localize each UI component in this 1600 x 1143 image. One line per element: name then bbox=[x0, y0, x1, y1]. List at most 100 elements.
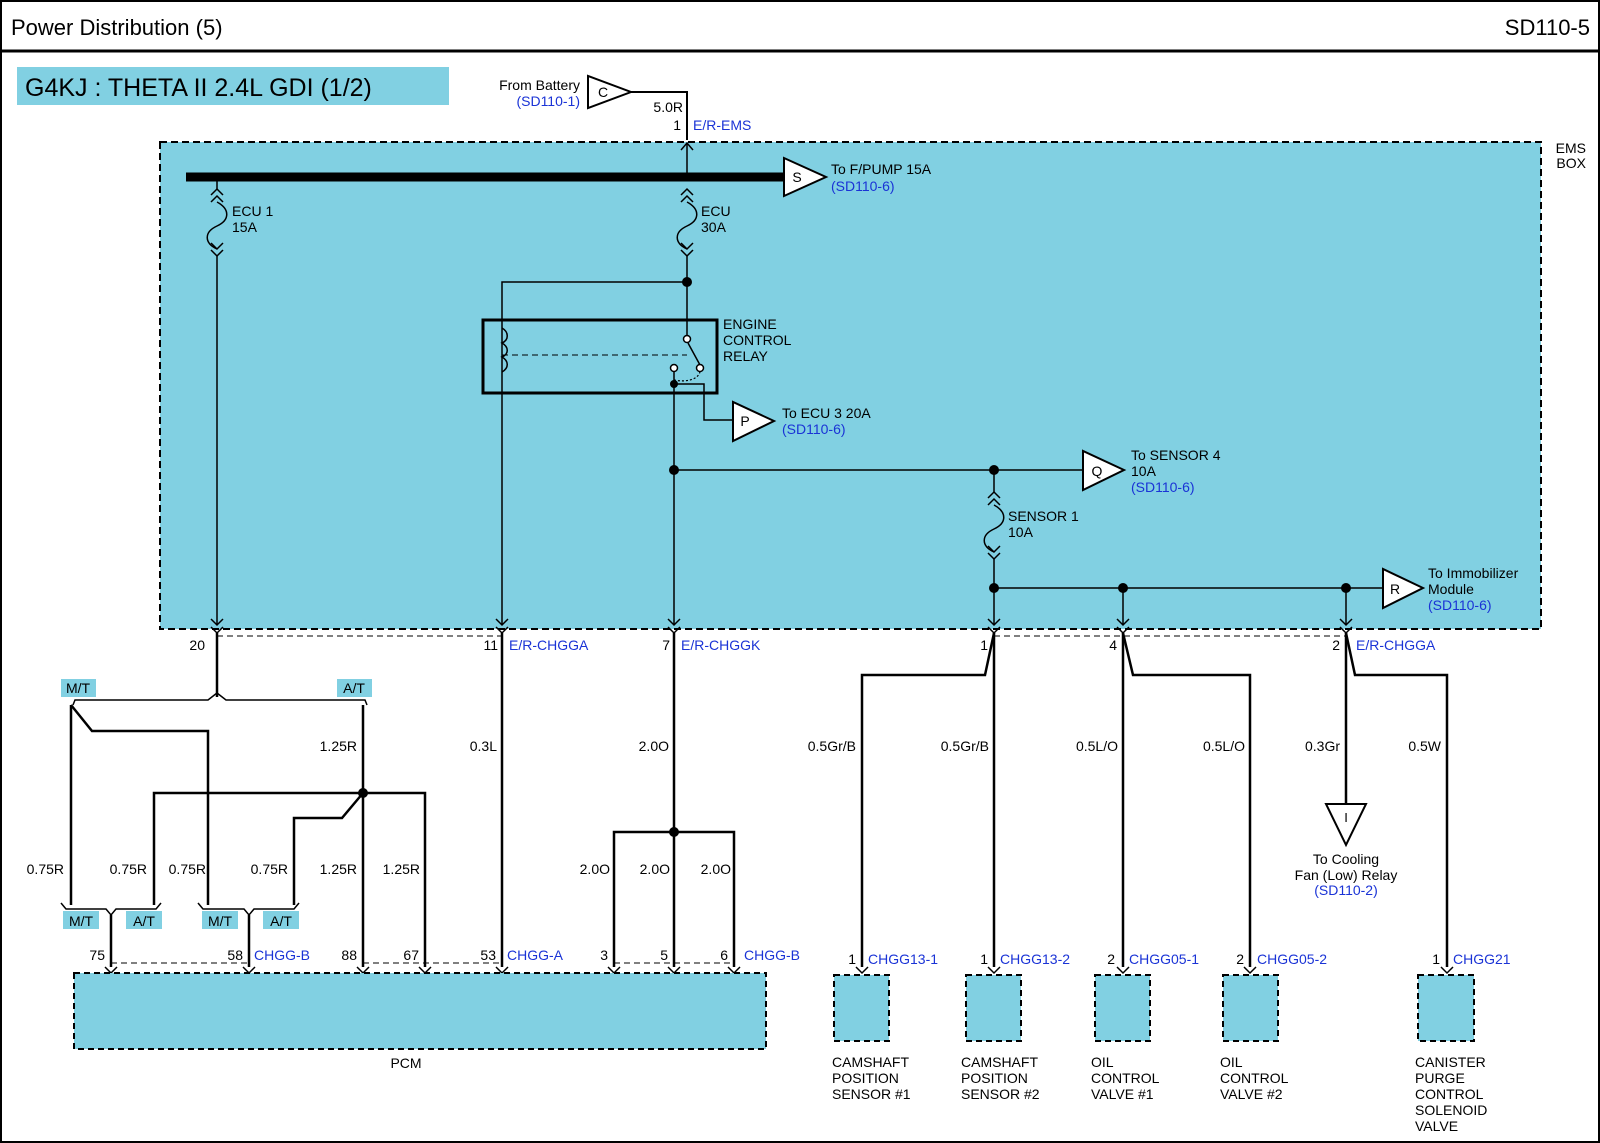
svg-text:CONTROL: CONTROL bbox=[1415, 1086, 1484, 1102]
mt-at-bracket bbox=[72, 692, 368, 706]
svg-text:VALVE: VALVE bbox=[1415, 1118, 1458, 1134]
svg-text:CHGG05-2: CHGG05-2 bbox=[1257, 951, 1327, 967]
wire-label-075r-2: 0.75R bbox=[110, 861, 147, 877]
fuse-sensor1-line1: SENSOR 1 bbox=[1008, 508, 1079, 524]
wire-label-125r-top: 1.25R bbox=[320, 738, 357, 754]
sensor4-ref: (SD110-6) bbox=[1131, 479, 1195, 495]
at-tag-2-text: A/T bbox=[270, 913, 292, 929]
at-tag-1-text: A/T bbox=[133, 913, 155, 929]
wire-cmp1-a bbox=[860, 632, 996, 967]
at-tag-top-text: A/T bbox=[343, 680, 365, 696]
wire-label-03gr: 0.3Gr bbox=[1305, 738, 1340, 754]
svg-text:1: 1 bbox=[1432, 951, 1440, 967]
cooling-label-2: Fan (Low) Relay bbox=[1295, 867, 1398, 883]
svg-text:SOLENOID: SOLENOID bbox=[1415, 1102, 1487, 1118]
mt-tag-2 bbox=[202, 911, 238, 929]
mt-tag-top-text: M/T bbox=[66, 680, 91, 696]
pcm-pin-75: 75 bbox=[89, 947, 105, 963]
connector-c-icon bbox=[587, 74, 634, 110]
ems-pin-11: 11 bbox=[483, 637, 498, 653]
fuse-ecu1-line2: 15A bbox=[232, 219, 258, 235]
svg-text:CHGG13-1: CHGG13-1 bbox=[868, 951, 938, 967]
pcm-label: PCM bbox=[390, 1055, 421, 1071]
wire-label-075r-3: 0.75R bbox=[169, 861, 206, 877]
wire-label-20o-top: 2.0O bbox=[639, 738, 669, 754]
svg-text:CANISTER: CANISTER bbox=[1415, 1054, 1486, 1070]
relay-label-1: ENGINE bbox=[723, 316, 777, 332]
svg-text:CONTROL: CONTROL bbox=[1220, 1070, 1289, 1086]
immobilizer-label-1: To Immobilizer bbox=[1428, 565, 1519, 581]
relay-contact-no bbox=[695, 363, 705, 373]
wire-label-075r-4: 0.75R bbox=[251, 861, 288, 877]
cooling-ref: (SD110-2) bbox=[1314, 882, 1378, 898]
mt-wire-88 bbox=[70, 704, 210, 905]
pcm-pin-88: 88 bbox=[341, 947, 357, 963]
ems-pin-marks bbox=[210, 618, 1353, 635]
svg-text:CAMSHAFT: CAMSHAFT bbox=[961, 1054, 1038, 1070]
relay-label-3: RELAY bbox=[723, 348, 769, 364]
component-camshaft-sensor-1: 1 CHGG13-1 CAMSHAFT POSITION SENSOR #1 bbox=[832, 951, 938, 1102]
svg-text:SENSOR #2: SENSOR #2 bbox=[961, 1086, 1040, 1102]
connector-s-letter: S bbox=[792, 169, 801, 185]
ems-pin-20: 20 bbox=[189, 637, 205, 653]
relay-coil-feed bbox=[501, 281, 687, 625]
mt-tag-2-text: M/T bbox=[208, 913, 233, 929]
pcm-pin-67: 67 bbox=[403, 947, 419, 963]
engine-tag: G4KJ : THETA II 2.4L GDI (1/2) bbox=[25, 74, 372, 102]
component-oil-control-valve-2: 2 CHGG05-2 OIL CONTROL VALVE #2 bbox=[1220, 951, 1327, 1102]
component-camshaft-sensor-2: 1 CHGG13-2 CAMSHAFT POSITION SENSOR #2 bbox=[961, 951, 1070, 1102]
wire-label-05w: 0.5W bbox=[1408, 738, 1441, 754]
page-title: Power Distribution (5) bbox=[11, 15, 223, 40]
mt-tag-1-text: M/T bbox=[69, 913, 94, 929]
ems-conn-11: E/R-CHGGA bbox=[509, 637, 589, 653]
ems-pin-7: 7 bbox=[662, 637, 670, 653]
pcm-pin-53: 53 bbox=[480, 947, 496, 963]
wire-label-20o-1: 2.0O bbox=[580, 861, 610, 877]
battery-wire-label: 5.0R bbox=[653, 99, 683, 115]
svg-text:POSITION: POSITION bbox=[832, 1070, 899, 1086]
pcm-conn-b1: CHGG-B bbox=[254, 947, 310, 963]
ems-conn-7: E/R-CHGGK bbox=[681, 637, 761, 653]
fuse-sensor1-line2: 10A bbox=[1008, 524, 1034, 540]
sensor4-label-1: To SENSOR 4 bbox=[1131, 447, 1221, 463]
fpump-ref: (SD110-6) bbox=[831, 178, 895, 194]
fuse-ecu-line1: ECU bbox=[701, 203, 731, 219]
connector-r-letter: R bbox=[1390, 581, 1400, 597]
connector-q-letter: Q bbox=[1092, 463, 1103, 479]
ems-box-label-2: BOX bbox=[1556, 155, 1586, 171]
wire-label-05grb-1: 0.5Gr/B bbox=[808, 738, 856, 754]
svg-text:CHGG21: CHGG21 bbox=[1453, 951, 1511, 967]
svg-text:OIL: OIL bbox=[1220, 1054, 1243, 1070]
battery-connector: E/R-EMS bbox=[693, 117, 751, 133]
ecu3-wire bbox=[674, 383, 733, 421]
relay-label-2: CONTROL bbox=[723, 332, 792, 348]
battery-label: From Battery bbox=[499, 77, 580, 93]
svg-text:PURGE: PURGE bbox=[1415, 1070, 1465, 1086]
at-tag-1 bbox=[126, 911, 162, 929]
wire-label-05grb-2: 0.5Gr/B bbox=[941, 738, 989, 754]
pin7-branch-wire bbox=[612, 830, 736, 967]
battery-pin: 1 bbox=[673, 117, 681, 133]
svg-text:CHGG05-1: CHGG05-1 bbox=[1129, 951, 1199, 967]
pcm-pin-3: 3 bbox=[600, 947, 608, 963]
ems-pin-1: 1 bbox=[980, 637, 988, 653]
battery-ref: (SD110-1) bbox=[516, 93, 580, 109]
ems-pin-4: 4 bbox=[1109, 637, 1117, 653]
svg-text:CHGG13-2: CHGG13-2 bbox=[1000, 951, 1070, 967]
relay-contact-nc bbox=[669, 363, 679, 373]
cooling-label-1: To Cooling bbox=[1313, 851, 1379, 867]
fuse-ecu1-line1: ECU 1 bbox=[232, 203, 273, 219]
ems-box bbox=[159, 141, 1542, 630]
svg-text:CONTROL: CONTROL bbox=[1091, 1070, 1160, 1086]
page-code: SD110-5 bbox=[1505, 15, 1590, 40]
component-canister-purge-valve: 1 CHGG21 CANISTER PURGE CONTROL SOLENOID… bbox=[1415, 951, 1511, 1134]
relay-switch-icon bbox=[687, 342, 701, 366]
wire-label-20o-3: 2.0O bbox=[701, 861, 731, 877]
wire-canister bbox=[1344, 632, 1449, 967]
ems-box-label-1: EMS bbox=[1556, 140, 1586, 156]
connector-c-letter: C bbox=[598, 84, 608, 100]
wire-label-05lo-1: 0.5L/O bbox=[1076, 738, 1118, 754]
svg-text:1: 1 bbox=[848, 951, 856, 967]
connector-p-icon bbox=[732, 400, 777, 443]
